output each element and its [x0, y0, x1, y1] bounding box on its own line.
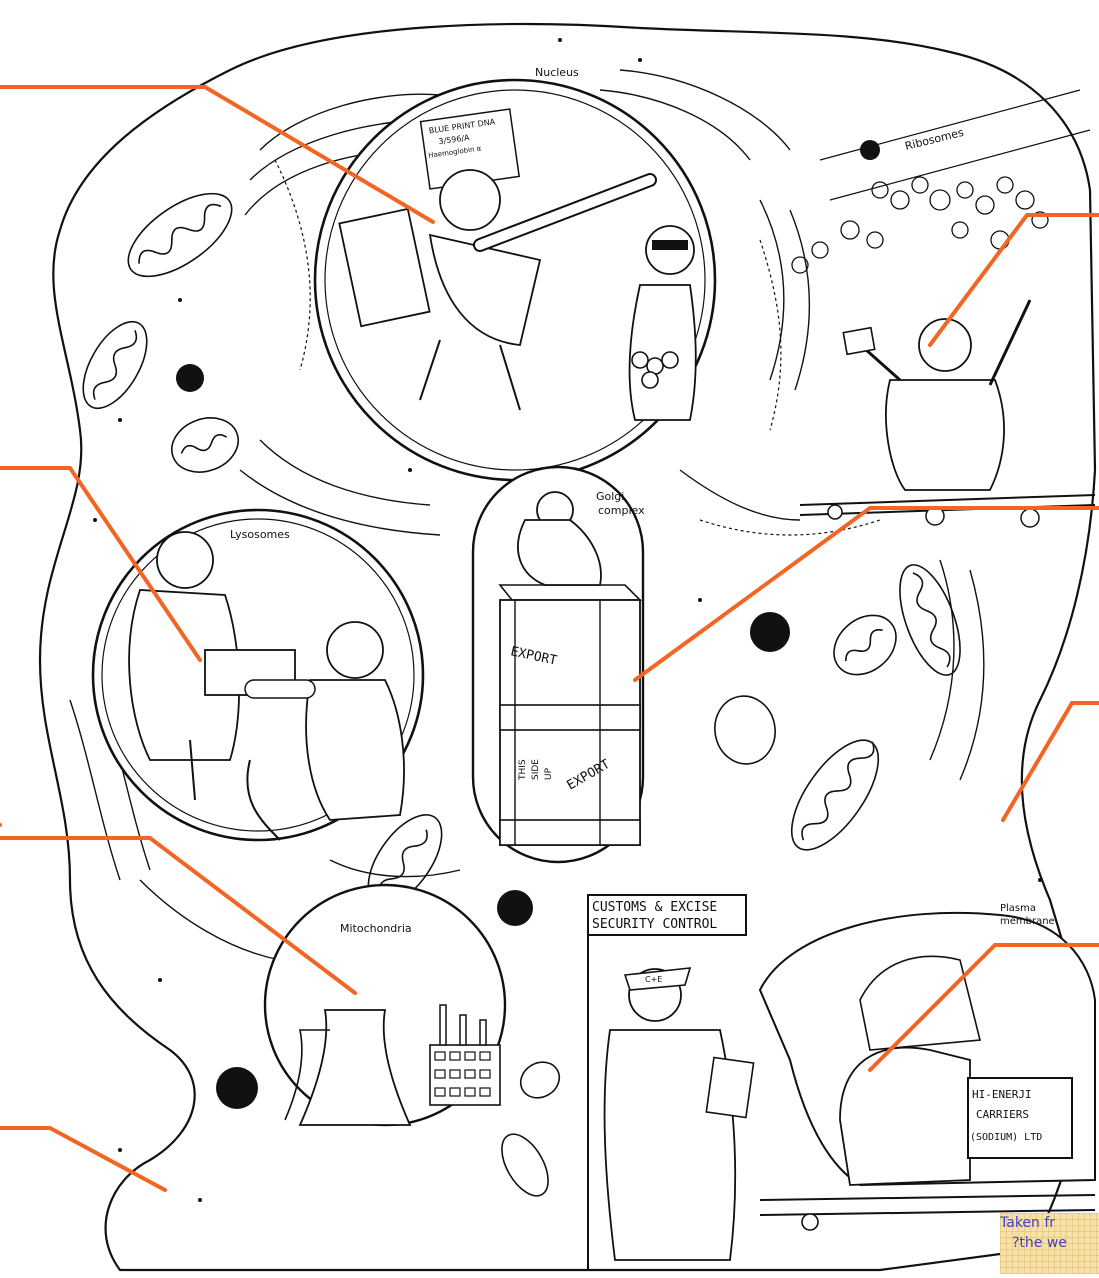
truck-sign-line3: (SODIUM) LTD	[970, 1132, 1042, 1143]
ribosomes-vignette: Ribosomes	[792, 90, 1095, 527]
truck-sign-line1: HI-ENERJI	[972, 1088, 1032, 1101]
credit-note: Taken fr ?the we	[1000, 1213, 1099, 1274]
lysosomes-vignette: Lysosomes	[93, 510, 423, 840]
golgi-label-1: Golgi	[596, 490, 624, 503]
pointer-line-golgi	[635, 508, 1099, 680]
credit-line-2: ?the we	[1000, 1233, 1099, 1253]
crate-side-1: THIS	[518, 759, 528, 781]
customs-sign-line1: CUSTOMS & EXCISE	[592, 900, 717, 915]
mitochondria-shapes-right	[710, 557, 973, 863]
crate-side-3: UP	[544, 767, 554, 780]
golgi-label-2: complex	[598, 504, 645, 517]
customs-sign-line2: SECURITY CONTROL	[592, 917, 717, 932]
mitochondria-label: Mitochondria	[340, 922, 412, 935]
nucleus-label: Nucleus	[535, 66, 579, 79]
crate-side-2: SIDE	[531, 759, 541, 780]
officer-cap-badge: C+E	[645, 975, 662, 984]
plasma-label-2: membrane	[1000, 916, 1055, 927]
credit-line-1: Taken fr	[1000, 1213, 1099, 1233]
nucleus-vignette: BLUE PRINT DNA 3/596/A Haemoglobin α Nuc…	[315, 66, 715, 480]
golgi-vignette: EXPORT EXPORT THIS SIDE UP Golgi complex	[473, 467, 645, 862]
mitochondria-vignette: Mitochondria	[265, 885, 505, 1125]
pointer-line-cytoplasm-2	[0, 1128, 165, 1190]
lysosomes-label: Lysosomes	[230, 528, 290, 541]
pointer-line-plasma-membrane	[1003, 703, 1099, 820]
truck-sign-line2: CARRIERS	[976, 1108, 1029, 1121]
plasma-label-1: Plasma	[1000, 903, 1036, 914]
